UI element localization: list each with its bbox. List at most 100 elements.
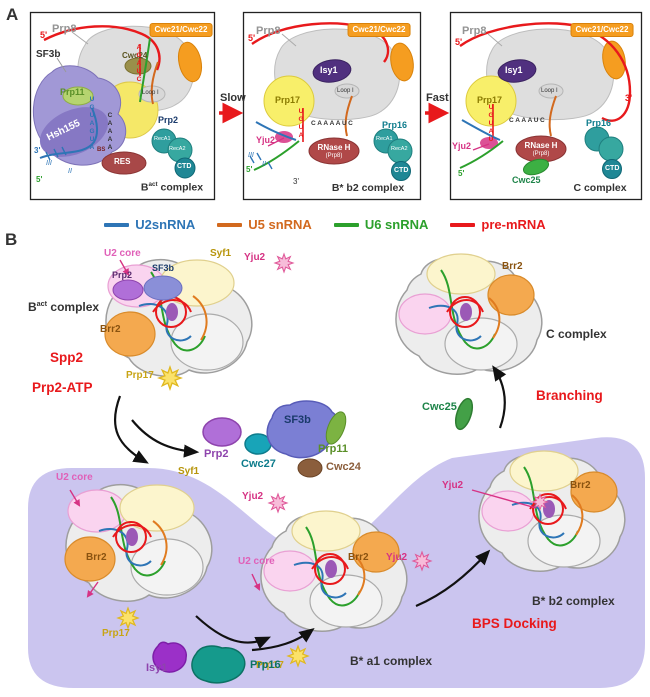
pb-left-brr2-label: Brr2 xyxy=(86,552,107,563)
pb-ccomplex-name: C complex xyxy=(546,327,607,341)
panel-a-box1-art xyxy=(29,11,216,201)
box1-complex-name: Bact complex xyxy=(140,181,204,194)
box1-sf3b-label: SF3b xyxy=(36,49,61,60)
pb-released-cwc27-label: Cwc27 xyxy=(241,458,276,470)
pb-branching-label: Branching xyxy=(536,388,603,403)
pb-mid-brr2-label: Brr2 xyxy=(348,552,369,563)
box1-five-prime-top: 5' xyxy=(40,30,48,40)
pb-bact-yju2-label: Yju2 xyxy=(244,252,266,263)
box3-prp16-label: Prp16 xyxy=(586,118,612,128)
box1-reca1-label: RecA1 xyxy=(154,136,171,142)
legend-item-u2snrna: U2snRNA xyxy=(104,217,195,232)
box2-five-prime-bottom: 5' xyxy=(246,165,253,174)
pb-isy1-label: Isy1 xyxy=(146,662,168,674)
pb-left-yju2-label: Yju2 xyxy=(242,491,264,502)
box2-cwc21-cwc22-badge: Cwc21/Cwc22 xyxy=(347,23,411,37)
legend: U2snRNA U5 snRNA U6 snRNA pre-mRNA xyxy=(0,217,650,232)
box3-five-prime-top: 5' xyxy=(455,37,463,47)
pb-mid-u2core-label: U2 core xyxy=(238,556,275,567)
panel-b-label: B xyxy=(5,230,18,249)
box2-reca2-label: RecA2 xyxy=(391,146,408,152)
box3-three-prime-right: 3' xyxy=(625,93,633,103)
pb-bact-sup: act xyxy=(36,299,48,308)
box3-loop1-label: Loop I xyxy=(541,88,558,94)
box1-cwc24-label: Cwc24 xyxy=(122,51,148,60)
legend-item-u6snrna: U6 snRNA xyxy=(333,217,429,232)
prp16-blob xyxy=(191,645,246,684)
legend-label-u2snrna: U2snRNA xyxy=(135,217,196,232)
pb-bact-syf1-label: Syf1 xyxy=(210,248,232,259)
legend-label-u6snrna: U6 snRNA xyxy=(364,217,429,232)
box3-ctd-label: CTD xyxy=(605,165,620,172)
box3-yju2-label: Yju2 xyxy=(452,141,472,151)
box1-tick2-label: II xyxy=(68,168,72,175)
pb-released-prp11-label: Prp11 xyxy=(318,443,348,455)
box2-reca1-label: RecA1 xyxy=(376,136,393,142)
box3-isy1-label: Isy1 xyxy=(505,65,523,75)
box1-name-prefix: B xyxy=(140,181,149,194)
cwc25-blob xyxy=(454,397,474,431)
box1-name-suffix: complex xyxy=(157,181,204,194)
pb-prp2-atp-label: Prp2-ATP xyxy=(32,380,93,395)
box2-tick2-label: II xyxy=(262,161,266,168)
pb-ccomplex-brr2-label: Brr2 xyxy=(502,261,523,272)
u2snrna-line-icon xyxy=(104,222,130,227)
pb-bact-brr2-label: Brr2 xyxy=(100,324,121,335)
box3-rnaseh-label: RNase H xyxy=(524,141,558,150)
pb-prp16-label: Prp16 xyxy=(250,659,281,671)
box2-rnaseh-label: RNase H xyxy=(317,143,351,152)
box1-prp2-label: Prp2 xyxy=(158,115,179,125)
box1-prp8-label: Prp8 xyxy=(52,23,77,35)
box1-tick3-label: III xyxy=(46,160,52,167)
box2-loop1-label: Loop I xyxy=(337,88,354,94)
box1-loop1-label: Loop I xyxy=(142,90,159,96)
panel-a-box2-art xyxy=(242,11,422,201)
box2-rnaseh-sub-label: (Prp8) xyxy=(325,153,343,159)
box2-ctd-label: CTD xyxy=(394,167,409,174)
pb-bact-complex-name: Bact complex xyxy=(28,300,99,313)
isy1-blob xyxy=(152,641,187,673)
box2-tick3-label: III xyxy=(248,152,254,159)
box1-intron-sequence: AGAUC xyxy=(135,44,143,84)
pb-released-cwc24-label: Cwc24 xyxy=(326,461,361,473)
box1-three-prime-left: 3' xyxy=(34,146,41,155)
box3-complex-name: C complex xyxy=(573,182,627,194)
box1-reca2-label: RecA2 xyxy=(169,146,186,152)
pb-bact-prefix: B xyxy=(28,300,37,314)
fast-label: Fast xyxy=(426,92,449,104)
pb-released-prp2-label: Prp2 xyxy=(204,448,229,460)
box1-bs-label: BS xyxy=(97,147,106,153)
box2-prp16-label: Prp16 xyxy=(382,120,408,130)
box2-yju2-label: Yju2 xyxy=(256,135,276,145)
pb-mid-prp17-label: Prp17 xyxy=(256,660,284,671)
pb-bact-sf3b-label: SF3b xyxy=(152,263,175,273)
pb-bact-prp17-label: Prp17 xyxy=(126,370,154,381)
legend-label-premrna: pre-mRNA xyxy=(481,217,546,232)
pb-left-prp17-label: Prp17 xyxy=(102,628,130,639)
panel-a-label: A xyxy=(6,5,19,24)
u6snrna-line-icon xyxy=(333,222,359,227)
u5snrna-line-icon xyxy=(217,222,243,227)
box1-five-prime-bottom: 5' xyxy=(36,175,43,184)
box1-branchpoint-sequence: CAAAA xyxy=(106,112,114,152)
legend-label-u5snrna: U5 snRNA xyxy=(248,217,312,232)
box1-u2-sequence: UGUAGUA xyxy=(88,96,96,152)
pb-left-u2core-label: U2 core xyxy=(56,472,93,483)
premrna-line-icon xyxy=(450,222,476,227)
pb-right-yju2-label: Yju2 xyxy=(442,480,464,491)
box3-cwc25-label: Cwc25 xyxy=(512,175,541,185)
box3-bs-sequence: UGUAU xyxy=(487,104,495,144)
magenta-pointer-arrows xyxy=(69,259,537,598)
box3-cwc21-cwc22-badge: Cwc21/Cwc22 xyxy=(570,23,634,37)
pb-mid-yju2-label: Yju2 xyxy=(386,552,408,563)
panel-a-box3-art xyxy=(449,11,643,201)
box2-five-prime-top: 5' xyxy=(248,33,256,43)
box3-branchpoint-sequence: CAAAUC xyxy=(509,117,547,124)
box2-complex-name: B* b2 complex xyxy=(331,182,405,194)
slow-label: Slow xyxy=(220,92,246,104)
pb-spp2-label: Spp2 xyxy=(50,350,84,365)
box3-rnaseh-sub-label: (Prp8) xyxy=(532,151,550,157)
pb-left-syf1-label: Syf1 xyxy=(178,466,200,477)
